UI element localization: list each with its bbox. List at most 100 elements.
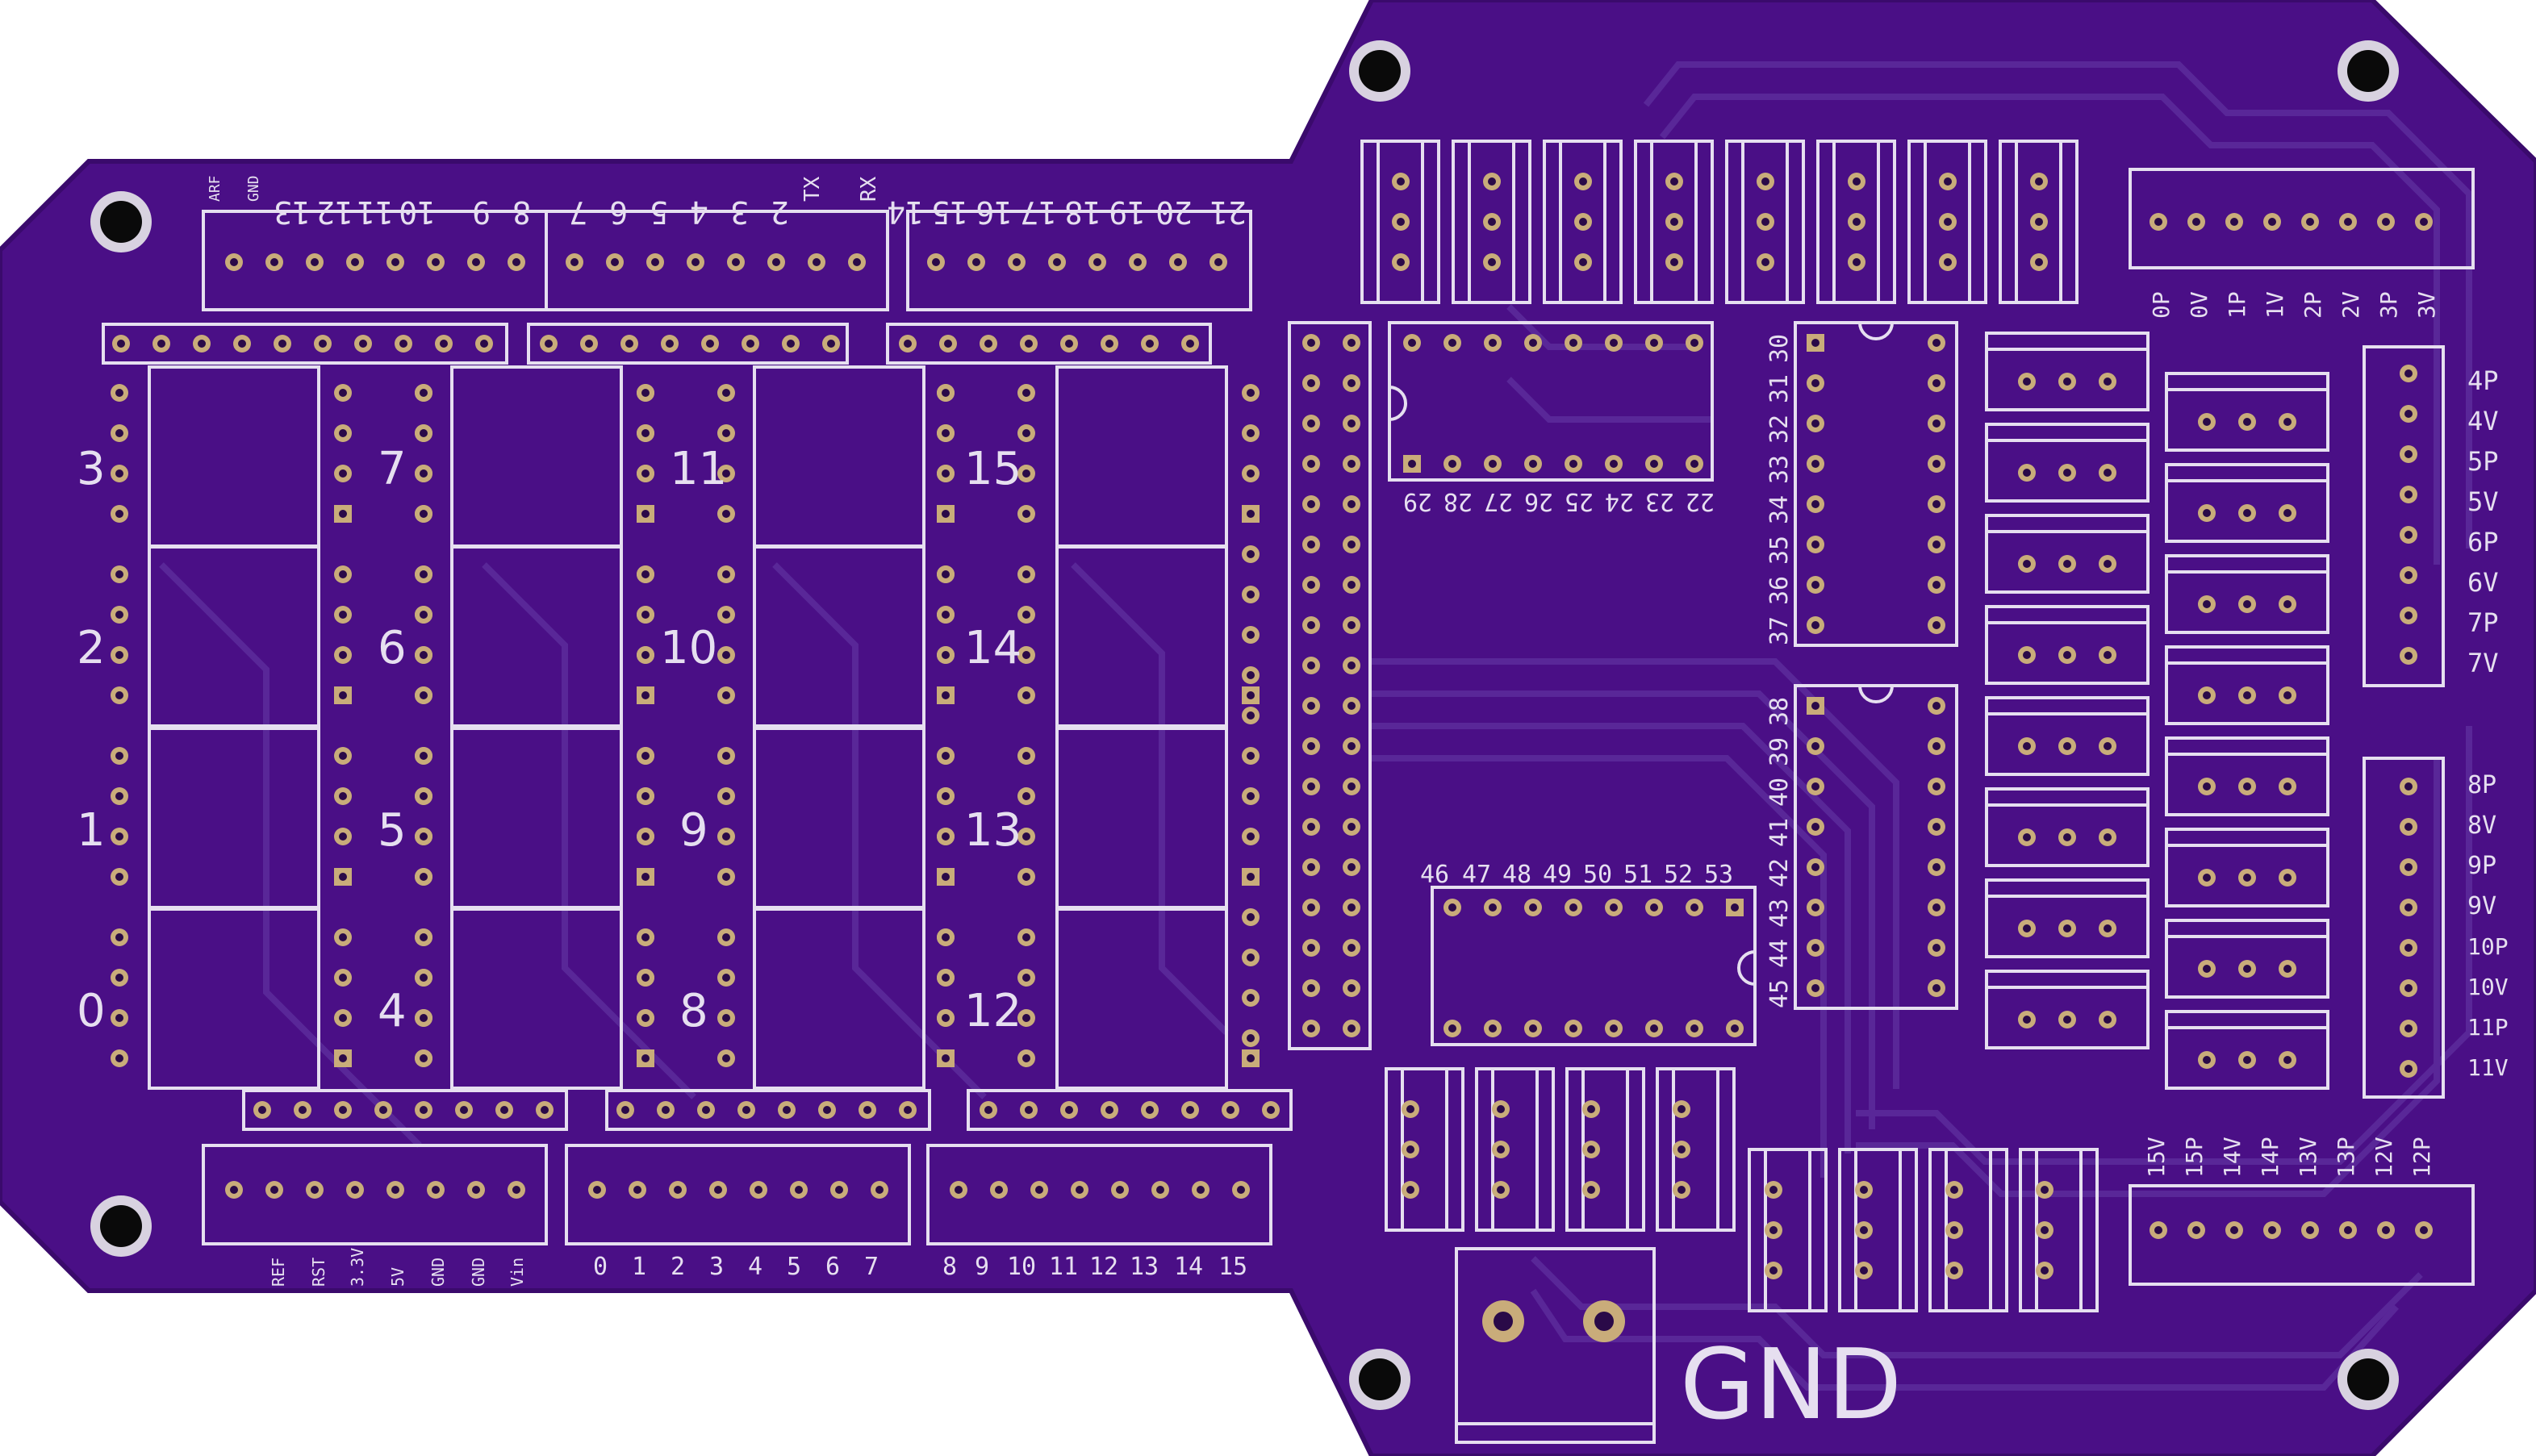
pad: [2187, 1221, 2205, 1239]
pad: [646, 253, 664, 271]
pad: [111, 747, 128, 765]
pad: [1402, 1181, 1419, 1199]
pad: [717, 384, 735, 402]
pad: [111, 969, 128, 987]
label-5v: 5V: [388, 1267, 407, 1287]
servo-header-h: [1985, 423, 2150, 503]
servo-header-bottom: [1748, 1148, 1828, 1312]
pad: [1020, 1101, 1038, 1119]
pad: [1928, 616, 1945, 634]
pad: [334, 1009, 352, 1027]
pad: [1181, 335, 1199, 353]
pad: [1343, 455, 1360, 473]
servo-header-top: [1452, 140, 1531, 304]
pad: [717, 969, 735, 987]
dip-upper: [1794, 321, 1958, 647]
square-pad: [937, 686, 955, 704]
pad: [2400, 526, 2417, 544]
pad: [415, 505, 432, 523]
label-7p: 7P: [2467, 607, 2499, 638]
pad: [1242, 989, 1260, 1007]
pad: [2400, 939, 2417, 957]
pad: [415, 1009, 432, 1027]
pad: [1443, 899, 1461, 916]
pad: [2058, 828, 2076, 846]
pad: [1928, 415, 1945, 432]
header-power-bottom: [202, 1144, 548, 1245]
socket-notch: [1737, 950, 1756, 986]
servo-header-h: [2165, 645, 2329, 725]
pad: [1807, 979, 1824, 997]
power-terminal: [1455, 1247, 1656, 1444]
pad: [717, 686, 735, 704]
pad: [1262, 1101, 1280, 1119]
pad: [637, 1009, 654, 1027]
label-1v: 1V: [2262, 291, 2288, 319]
pad: [1945, 1221, 1963, 1239]
label-10: 10: [399, 194, 436, 230]
pad: [415, 606, 432, 624]
socket-notch: [1389, 386, 1407, 421]
pad: [2099, 373, 2116, 390]
pad: [859, 1101, 876, 1119]
pad: [1928, 737, 1945, 755]
pad: [1242, 949, 1260, 966]
pad: [1807, 415, 1824, 432]
pad: [334, 646, 352, 664]
pad: [334, 606, 352, 624]
pad: [111, 384, 128, 402]
pad: [1343, 495, 1360, 513]
pad: [2058, 464, 2076, 482]
pad: [1242, 545, 1260, 563]
pad: [193, 335, 211, 353]
label-a1: 1: [632, 1253, 646, 1281]
pad: [2279, 869, 2296, 887]
pad: [540, 335, 558, 353]
pad: [1582, 1100, 1600, 1118]
pad: [2400, 979, 2417, 997]
pad: [1242, 626, 1260, 644]
relay-label-1: 1: [77, 804, 106, 857]
pad: [1443, 455, 1461, 473]
pad: [1101, 1101, 1118, 1119]
relay-label-12: 12: [964, 985, 1022, 1037]
pad: [2099, 920, 2116, 937]
pad: [475, 335, 493, 353]
label-9v: 9V: [2467, 892, 2496, 920]
pad: [2279, 504, 2296, 522]
pad: [2030, 213, 2048, 231]
label-13v: 13V: [2295, 1137, 2321, 1178]
label-rst: RST: [309, 1258, 328, 1287]
label-tx: TX: [800, 176, 825, 202]
pad: [1343, 657, 1360, 674]
pad: [2036, 1221, 2053, 1239]
dip-labels: 30 31 32 33 34 35 36 37 38 39 40 41 42 4…: [1765, 334, 1794, 1008]
pad: [111, 505, 128, 523]
pad: [508, 1181, 525, 1199]
pad: [1302, 616, 1320, 634]
servo-header-top: [1543, 140, 1623, 304]
label-5p: 5P: [2467, 446, 2499, 477]
pin-label-48: 48: [1502, 861, 1531, 889]
header-digital-top: [545, 210, 889, 311]
pad: [1210, 253, 1227, 271]
pad: [727, 253, 745, 271]
pad: [1030, 1181, 1048, 1199]
pad: [937, 1009, 955, 1027]
pad: [2058, 920, 2076, 937]
pin-label-37: 37: [1765, 616, 1794, 645]
pad: [2377, 213, 2395, 231]
pad: [1017, 384, 1035, 402]
pad: [2415, 213, 2433, 231]
label-9p: 9P: [2467, 852, 2496, 880]
pad: [980, 335, 997, 353]
pad: [637, 424, 654, 442]
label-11p: 11P: [2467, 1014, 2509, 1041]
pad: [1928, 778, 1945, 795]
pad: [2400, 899, 2417, 916]
pad: [2238, 869, 2256, 887]
pad: [580, 335, 598, 353]
pad: [1017, 565, 1035, 583]
pad: [717, 565, 735, 583]
pad: [2400, 445, 2417, 463]
